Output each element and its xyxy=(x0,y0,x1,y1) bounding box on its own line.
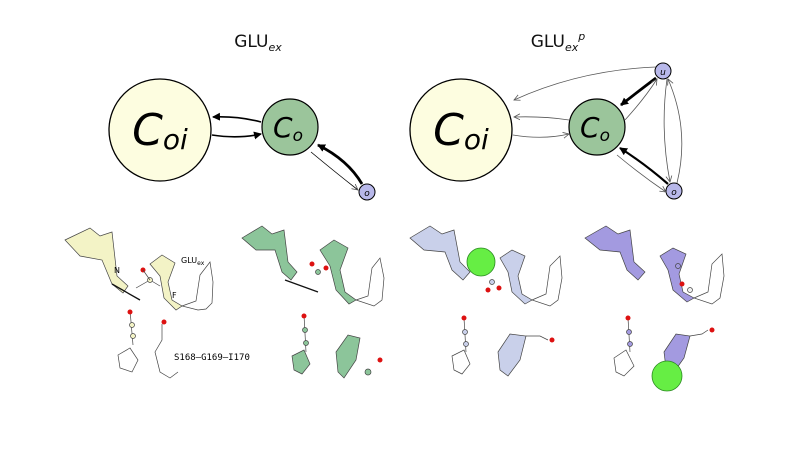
state-co-left-label: Co xyxy=(273,111,303,146)
label-f: F xyxy=(172,291,177,300)
oxygen-purple-1 xyxy=(679,281,685,287)
left-panel-title: GLUex xyxy=(234,32,282,54)
atom-green-1 xyxy=(315,269,321,275)
label-residues: S168–G169–I170 xyxy=(174,353,250,363)
ribbon-helix-n-green xyxy=(241,225,298,281)
label-glu: GLUex xyxy=(181,256,205,267)
state-co-right xyxy=(568,98,626,156)
state-u-right-label: u xyxy=(660,68,666,78)
oxygen-blue-3 xyxy=(461,315,467,321)
atom-blue-2 xyxy=(462,329,468,335)
arrow-o-to-co-right xyxy=(619,147,669,185)
sidechain-stem-purple xyxy=(627,317,631,353)
state-o-left xyxy=(358,183,376,201)
structure-panel-purple xyxy=(584,225,725,392)
arrow-co-to-o-left xyxy=(310,151,358,190)
arrow-coi-to-co-left xyxy=(211,131,262,140)
ribbon-helix-c-back-purple xyxy=(693,253,725,305)
structure-panel-blue xyxy=(409,225,563,377)
ribbon-helix-c-yellow xyxy=(149,254,183,311)
oxygen-green-1 xyxy=(309,261,315,267)
label-n: N xyxy=(114,266,120,275)
ribbon-helix-c-purple xyxy=(659,247,695,303)
oxygen-purple-2 xyxy=(625,315,631,321)
ribbon-helix-c-blue xyxy=(499,249,533,305)
loop-blue-1 xyxy=(451,349,471,375)
ribbon-helix-n-purple xyxy=(584,225,646,281)
atom-blue-1 xyxy=(489,279,495,285)
state-co-right-label: Co xyxy=(580,111,610,146)
ribbon-tail-yellow xyxy=(111,283,141,301)
atom-yellow-2 xyxy=(129,322,135,328)
ribbon-tail-green xyxy=(284,279,319,293)
right-panel-title: GLUexp xyxy=(531,30,586,54)
arrow-u-to-coi-right xyxy=(514,66,657,100)
oxygen-blue-2 xyxy=(496,285,502,291)
oxygen-green-3 xyxy=(301,313,307,319)
state-coi-right-label: Coi xyxy=(433,105,489,156)
structure-panel-green xyxy=(241,225,385,379)
loop-blue-2 xyxy=(497,333,527,377)
oxygen-green-4 xyxy=(377,357,383,363)
ribbon-helix-c-back-green xyxy=(354,257,385,307)
arrow-o-to-co-left xyxy=(317,143,364,185)
left-kinetic-diagram: GLUex Coi Co o xyxy=(108,32,376,201)
atom-green-2 xyxy=(302,327,308,333)
loop-yellow-1 xyxy=(117,347,139,373)
arrow-co-to-coi-right xyxy=(514,117,570,121)
ribbon-helix-c-back-blue xyxy=(531,255,563,307)
state-coi-right xyxy=(409,78,513,182)
sidechain-stem-green xyxy=(303,314,307,353)
arrow-co-to-o-right xyxy=(616,154,666,192)
bond-3-yellow xyxy=(142,269,151,281)
state-o-right-label: o xyxy=(671,188,677,198)
oxygen-green-2 xyxy=(323,265,329,271)
loop-green-1 xyxy=(291,349,311,375)
arrow-u-to-o-right xyxy=(663,78,670,182)
sidechain-purple-4 xyxy=(689,329,709,337)
oxygen-blue-1 xyxy=(485,287,491,293)
state-co-left xyxy=(261,98,319,156)
state-coi-left xyxy=(108,78,212,182)
atom-green-3 xyxy=(303,340,309,346)
atom-purple-1 xyxy=(675,263,681,269)
oxygen-blue-4 xyxy=(549,337,555,343)
right-kinetic-diagram: GLUexp Coi Co u o xyxy=(409,30,683,200)
atom-purple-4 xyxy=(627,341,633,347)
loop-purple-1 xyxy=(613,349,635,377)
arrow-coi-to-co-right xyxy=(512,134,569,137)
ribbon-helix-c-green xyxy=(319,239,357,305)
atom-green-4 xyxy=(364,368,372,376)
atom-yellow-3 xyxy=(130,333,136,339)
ribbon-helix-c-back-yellow xyxy=(180,261,214,311)
oxygen-yellow-3 xyxy=(161,319,167,325)
arrow-co-to-coi-left xyxy=(212,112,262,123)
highlight-sphere-purple xyxy=(651,360,683,392)
state-u-right xyxy=(654,62,672,80)
atom-blue-3 xyxy=(463,341,469,347)
oxygen-yellow-2 xyxy=(127,309,133,315)
atom-purple-2 xyxy=(687,287,693,293)
loop-green-2 xyxy=(335,334,361,379)
arrow-co-to-u-right xyxy=(624,79,657,121)
arrow-u-to-co-right xyxy=(620,76,657,107)
sidechain-blue-4 xyxy=(526,335,549,341)
atom-purple-3 xyxy=(626,329,632,335)
ribbon-helix-n-yellow xyxy=(64,227,129,294)
sidechain-stem-blue xyxy=(463,317,467,353)
structure-panel-yellow xyxy=(64,227,214,379)
state-coi-left-label: Coi xyxy=(132,105,188,156)
oxygen-purple-3 xyxy=(709,327,715,333)
arrow-o-to-u-right xyxy=(668,79,683,184)
ribbon-helix-n-blue xyxy=(409,225,471,281)
highlight-sphere-blue xyxy=(466,247,496,277)
state-o-left-label: o xyxy=(364,189,370,199)
loop-yellow-2 xyxy=(154,324,179,379)
